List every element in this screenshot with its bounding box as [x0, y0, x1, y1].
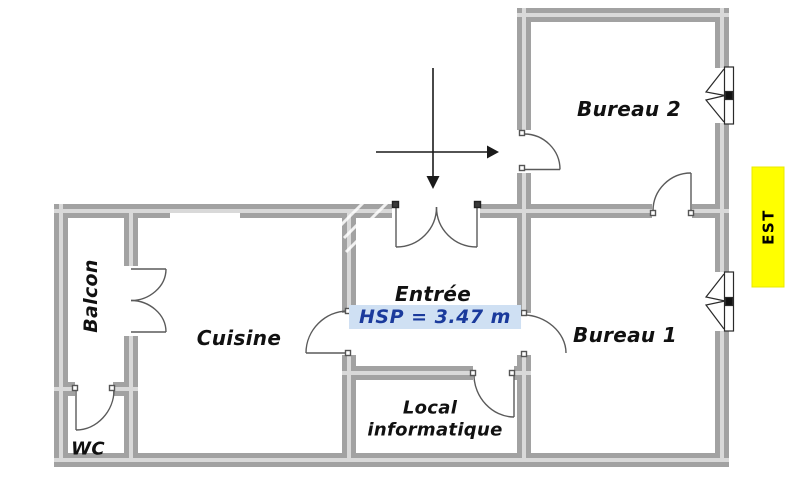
- bureau2-window-icon: [704, 66, 735, 125]
- room-label-bureau1: Bureau 1: [573, 323, 677, 347]
- room-label-wc: WC: [71, 438, 105, 460]
- room-label-bureau2: Bureau 2: [577, 97, 681, 121]
- local-informatique-door-icon: [469, 369, 516, 418]
- room-label-balcon: Balcon: [80, 259, 102, 333]
- entrance-double-door-icon: [391, 200, 482, 248]
- cuisine-door-icon: [305, 307, 352, 357]
- room-label-entree: Entrée: [394, 282, 472, 306]
- compass-arrows-icon: [376, 68, 499, 189]
- bureau1-door-icon: [520, 309, 567, 358]
- walls: [54, 8, 729, 467]
- orientation-east-badge: EST: [751, 166, 785, 288]
- bureau1-bureau2-door-icon: [649, 172, 695, 217]
- ceiling-height-badge: HSP = 3.47 m: [349, 305, 521, 329]
- doors: [71, 129, 695, 431]
- watermark-streaks: [338, 196, 394, 254]
- balcony-french-door-icon: [130, 268, 167, 333]
- room-label-local-line2: informatique: [367, 419, 503, 441]
- wall-main-strokes: [54, 8, 729, 467]
- bureau2-door-icon: [518, 129, 561, 172]
- wc-door-icon: [71, 384, 116, 431]
- room-label-cuisine: Cuisine: [196, 326, 282, 350]
- wall-inner-band: [54, 8, 729, 462]
- windows: [704, 66, 735, 332]
- kitchen-window-strip: [170, 213, 240, 219]
- room-label-local-line1: Local: [402, 397, 458, 419]
- bureau1-window-icon: [704, 271, 735, 332]
